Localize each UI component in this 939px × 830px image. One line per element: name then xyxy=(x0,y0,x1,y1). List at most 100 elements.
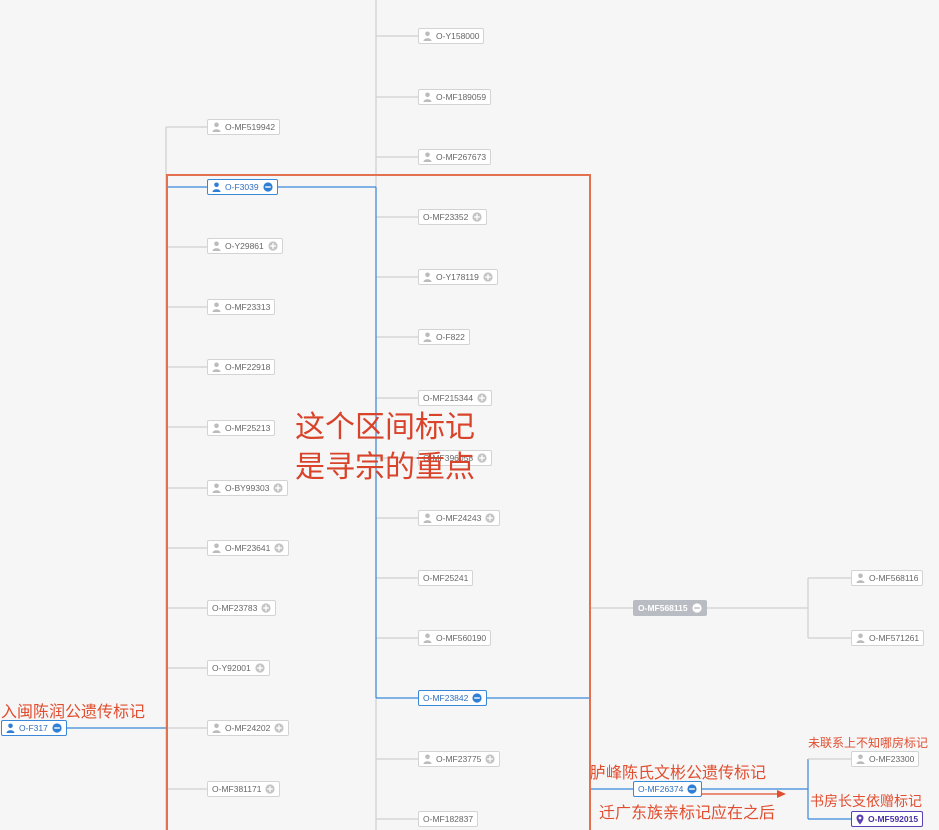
person-icon xyxy=(212,423,221,433)
tree-node-o-f822[interactable]: O-F822 xyxy=(418,329,470,345)
node-label: O-MF26374 xyxy=(638,784,684,794)
expand-plus-icon[interactable] xyxy=(274,543,284,553)
node-label: O-MF23352 xyxy=(423,212,469,222)
collapse-minus-icon[interactable] xyxy=(52,723,62,733)
tree-node-o-mf23842[interactable]: O-MF23842 xyxy=(418,690,488,706)
node-label: O-MF560190 xyxy=(436,633,487,643)
person-icon xyxy=(212,122,221,132)
expand-plus-icon[interactable] xyxy=(274,723,284,733)
person-icon xyxy=(423,332,432,342)
tree-node-o-mf25241[interactable]: O-MF25241 xyxy=(418,570,474,586)
unknown-branch-annotation: 未联系上不知哪房标记 xyxy=(808,736,929,750)
tree-node-o-mf23313[interactable]: O-MF23313 xyxy=(207,299,276,315)
node-label: O-MF215344 xyxy=(423,393,474,403)
tree-node-o-mf592015[interactable]: O-MF592015 xyxy=(851,811,924,827)
node-label: O-MF23300 xyxy=(869,754,915,764)
person-icon xyxy=(423,633,432,643)
node-label: O-MF267673 xyxy=(436,152,487,162)
tree-node-o-mf381171[interactable]: O-MF381171 xyxy=(207,781,281,797)
expand-plus-icon[interactable] xyxy=(477,453,487,463)
expand-plus-icon[interactable] xyxy=(268,241,278,251)
tree-node-o-f317[interactable]: O-F317 xyxy=(1,720,67,736)
node-label: O-MF519942 xyxy=(225,122,276,132)
node-label: O-MF23313 xyxy=(225,302,271,312)
node-label: O-MF23641 xyxy=(225,543,271,553)
node-label: O-MF23775 xyxy=(436,754,482,764)
person-icon xyxy=(856,573,865,583)
node-label: O-Y178119 xyxy=(436,272,479,282)
node-label: O-MF381171 xyxy=(212,784,262,794)
node-label: O-Y92001 xyxy=(212,663,251,673)
tree-node-o-mf396058[interactable]: O-MF396058 xyxy=(418,450,493,466)
expand-plus-icon[interactable] xyxy=(485,513,495,523)
node-label: O-MF24202 xyxy=(225,723,271,733)
expand-plus-icon[interactable] xyxy=(472,212,482,222)
tree-node-o-mf25213[interactable]: O-MF25213 xyxy=(207,420,276,436)
tree-node-o-mf189059[interactable]: O-MF189059 xyxy=(418,89,492,105)
tree-node-o-y178119[interactable]: O-Y178119 xyxy=(418,269,498,285)
person-icon xyxy=(212,362,221,372)
annotation-arrowhead xyxy=(777,790,786,798)
node-label: O-MF568116 xyxy=(869,573,919,583)
person-icon xyxy=(423,31,432,41)
tree-node-o-mf24202[interactable]: O-MF24202 xyxy=(207,720,290,736)
tree-node-o-mf182837[interactable]: O-MF182837 xyxy=(418,811,479,827)
tree-node-o-mf215344[interactable]: O-MF215344 xyxy=(418,390,493,406)
node-label: O-MF568115 xyxy=(638,603,688,613)
collapse-minus-icon[interactable] xyxy=(472,693,482,703)
tree-node-o-by99303[interactable]: O-BY99303 xyxy=(207,480,289,496)
node-label: O-MF22918 xyxy=(225,362,271,372)
expand-plus-icon[interactable] xyxy=(485,754,495,764)
tree-node-o-mf519942[interactable]: O-MF519942 xyxy=(207,119,281,135)
tree-node-o-mf23783[interactable]: O-MF23783 xyxy=(207,600,277,616)
tree-node-o-y29861[interactable]: O-Y29861 xyxy=(207,238,283,254)
expand-plus-icon[interactable] xyxy=(261,603,271,613)
tree-node-o-mf23300[interactable]: O-MF23300 xyxy=(851,751,920,767)
lufeng-chen-annotation: 胪峰陈氏文彬公遗传标记 xyxy=(590,763,767,782)
collapse-minus-icon[interactable] xyxy=(687,784,697,794)
tree-node-o-mf23641[interactable]: O-MF23641 xyxy=(207,540,290,556)
expand-plus-icon[interactable] xyxy=(477,393,487,403)
collapse-minus-icon[interactable] xyxy=(262,182,273,192)
tree-node-o-mf568116[interactable]: O-MF568116 xyxy=(851,570,924,586)
tree-node-o-mf23352[interactable]: O-MF23352 xyxy=(418,209,488,225)
tree-node-o-y158000[interactable]: O-Y158000 xyxy=(418,28,485,44)
node-label: O-F317 xyxy=(19,723,48,733)
node-label: O-MF23783 xyxy=(212,603,258,613)
after-migration-annotation: 迁广东族亲标记应在之后 xyxy=(599,803,776,822)
tree-node-o-mf571261[interactable]: O-MF571261 xyxy=(851,630,925,646)
tree-node-o-f3039[interactable]: O-F3039 xyxy=(207,179,278,195)
node-label: O-MF189059 xyxy=(436,92,487,102)
person-icon xyxy=(212,483,221,493)
person-icon xyxy=(423,152,432,162)
tree-node-o-mf26374[interactable]: O-MF26374 xyxy=(633,781,703,797)
entry-min-annotation: 入闽陈润公遗传标记 xyxy=(1,702,146,721)
tree-node-o-y92001[interactable]: O-Y92001 xyxy=(207,660,270,676)
node-label: O-MF592015 xyxy=(868,814,919,824)
node-label: O-MF396058 xyxy=(423,453,474,463)
node-label: O-MF182837 xyxy=(423,814,474,824)
person-icon xyxy=(212,241,221,251)
expand-plus-icon[interactable] xyxy=(265,784,276,794)
expand-plus-icon[interactable] xyxy=(483,272,493,282)
person-icon xyxy=(212,182,221,192)
node-label: O-MF23842 xyxy=(423,693,469,703)
node-label: O-MF24243 xyxy=(436,513,482,523)
tree-node-o-mf24243[interactable]: O-MF24243 xyxy=(418,510,501,526)
node-label: O-MF571261 xyxy=(869,633,920,643)
person-icon xyxy=(423,513,432,523)
expand-plus-icon[interactable] xyxy=(273,483,284,493)
tree-node-o-mf22918[interactable]: O-MF22918 xyxy=(207,359,276,375)
person-icon xyxy=(856,633,865,643)
node-label: O-Y158000 xyxy=(436,31,480,41)
shufang-branch-annotation: 书房长支依赠标记 xyxy=(810,794,922,810)
node-label: O-F822 xyxy=(436,332,465,342)
person-icon xyxy=(423,272,432,282)
tree-node-o-mf267673[interactable]: O-MF267673 xyxy=(418,149,492,165)
tree-node-o-mf23775[interactable]: O-MF23775 xyxy=(418,751,501,767)
tree-node-o-mf568115[interactable]: O-MF568115 xyxy=(633,600,707,616)
tree-node-o-mf560190[interactable]: O-MF560190 xyxy=(418,630,492,646)
collapse-minus-icon[interactable] xyxy=(692,603,702,613)
expand-plus-icon[interactable] xyxy=(255,663,265,673)
